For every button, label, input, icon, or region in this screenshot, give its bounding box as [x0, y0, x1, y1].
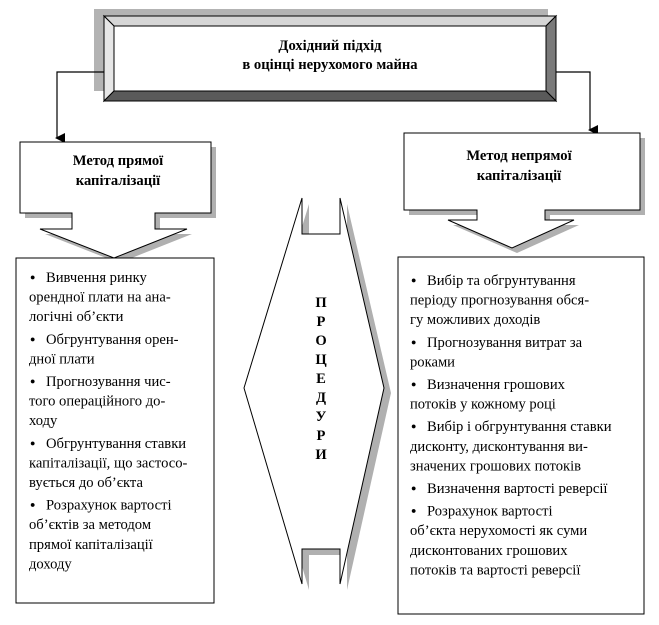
- list-item-line: об’єкта нерухомості як суми: [410, 523, 587, 539]
- left-method-shape: [19, 141, 212, 259]
- right-method-line1: Метод непрямої: [466, 148, 572, 164]
- list-item-line: Прогнозування витрат за: [427, 335, 583, 351]
- right-procedures-list: ● Вибір та обгрунтування періоду прогнозув…: [410, 273, 612, 578]
- bullet-icon: ●: [30, 334, 35, 344]
- bullet-icon: ●: [411, 379, 416, 389]
- right-procedures-box: ● Вибір та обгрунтування періоду прогнозув…: [397, 256, 645, 615]
- title-box: Дохідний підхід в оцінці нерухомого майн…: [94, 9, 558, 103]
- procedures-letter: Р: [317, 428, 326, 444]
- list-item-line: Обгрунтування орен-: [46, 332, 179, 348]
- list-item-line: ходу: [29, 413, 58, 429]
- list-item-line: того операційного до-: [29, 394, 165, 410]
- procedures-letter: И: [315, 447, 327, 463]
- list-item-line: потоків та вартості реверсії: [410, 562, 581, 578]
- list-item-line: вується до об’єкта: [29, 475, 143, 491]
- list-item-line: гу можливих доходів: [410, 312, 540, 328]
- list-item-line: Вивчення ринку: [46, 270, 147, 286]
- bullet-icon: ●: [30, 272, 35, 282]
- list-item-line: орендної плати на ана-: [29, 290, 171, 306]
- procedures-letter: О: [315, 333, 326, 349]
- procedures-letter: П: [315, 295, 327, 311]
- title-bevel-top: [102, 15, 558, 27]
- list-item-line: доходу: [29, 556, 72, 572]
- procedures-letter: Р: [317, 314, 326, 330]
- title-bevel-left: [103, 14, 115, 103]
- bullet-icon: ●: [411, 506, 416, 516]
- bullet-icon: ●: [30, 438, 35, 448]
- left-list-frame: [15, 257, 215, 604]
- left-procedures-box: ● Вивчення ринку орендної плати на ана-лог…: [15, 257, 215, 604]
- bullet-icon: ●: [411, 337, 416, 347]
- right-method-shape: [403, 132, 641, 249]
- right-method-line2: капіталізації: [477, 168, 562, 184]
- title-line1: Дохідний підхід: [278, 38, 382, 54]
- list-item-line: дисконту, дисконтування ви-: [410, 439, 588, 455]
- left-method-line1: Метод прямої: [73, 153, 164, 169]
- list-item-line: Розрахунок вартості: [46, 498, 172, 514]
- list-item-line: Вибір і обгрунтування ставки: [427, 419, 612, 435]
- list-item-line: дної плати: [29, 351, 95, 367]
- bullet-icon: ●: [30, 376, 35, 386]
- procedures-letter: Ц: [315, 352, 327, 368]
- right-method-callout: Метод непрямої капіталізації: [403, 132, 645, 253]
- left-method-callout: Метод прямої капіталізації: [19, 141, 216, 263]
- procedures-letter: У: [316, 409, 327, 425]
- list-item-line: Розрахунок вартості: [427, 504, 553, 520]
- title-line2: в оцінці нерухомого майна: [242, 57, 418, 73]
- list-item-line: прямої капіталізації: [29, 537, 154, 553]
- list-item-line: об’єктів за методом: [29, 517, 151, 533]
- list-item-line: потоків у кожному році: [410, 397, 556, 413]
- title-box-face: [113, 25, 547, 92]
- procedures-letter: Д: [316, 390, 326, 406]
- bullet-icon: ●: [411, 483, 416, 493]
- procedures-letter: Е: [316, 371, 326, 387]
- left-method-line2: капіталізації: [76, 173, 161, 189]
- list-item-line: капіталізації, що застосо-: [29, 455, 187, 471]
- arrow-to-left-method: [55, 71, 104, 143]
- bullet-icon: ●: [411, 275, 416, 285]
- bullet-icon: ●: [30, 500, 35, 510]
- list-item-line: дисконтованих грошових: [410, 543, 568, 559]
- list-item-line: логічні об’єкти: [29, 309, 124, 325]
- title-bevel-right: [545, 14, 557, 103]
- left-procedures-list: ● Вивчення ринку орендної плати на ана-лог…: [29, 270, 187, 572]
- list-item-line: Визначення вартості реверсії: [427, 481, 608, 497]
- list-item-line: Обгрунтування ставки: [46, 436, 186, 452]
- list-item-line: Прогнозування чис-: [46, 374, 171, 390]
- title-bevel-bottom: [102, 90, 558, 102]
- list-item-line: Визначення грошових: [427, 377, 566, 393]
- right-list-frame: [397, 256, 645, 615]
- procedures-arrow-shape: [243, 197, 385, 585]
- list-item-line: періоду прогнозування обся-: [410, 293, 589, 309]
- list-item-line: Вибір та обгрунтування: [427, 273, 576, 289]
- arrow-to-right-method: [556, 71, 598, 135]
- list-item-line: роками: [410, 354, 455, 370]
- list-item-line: значених грошових потоків: [410, 458, 581, 474]
- bullet-icon: ●: [411, 421, 416, 431]
